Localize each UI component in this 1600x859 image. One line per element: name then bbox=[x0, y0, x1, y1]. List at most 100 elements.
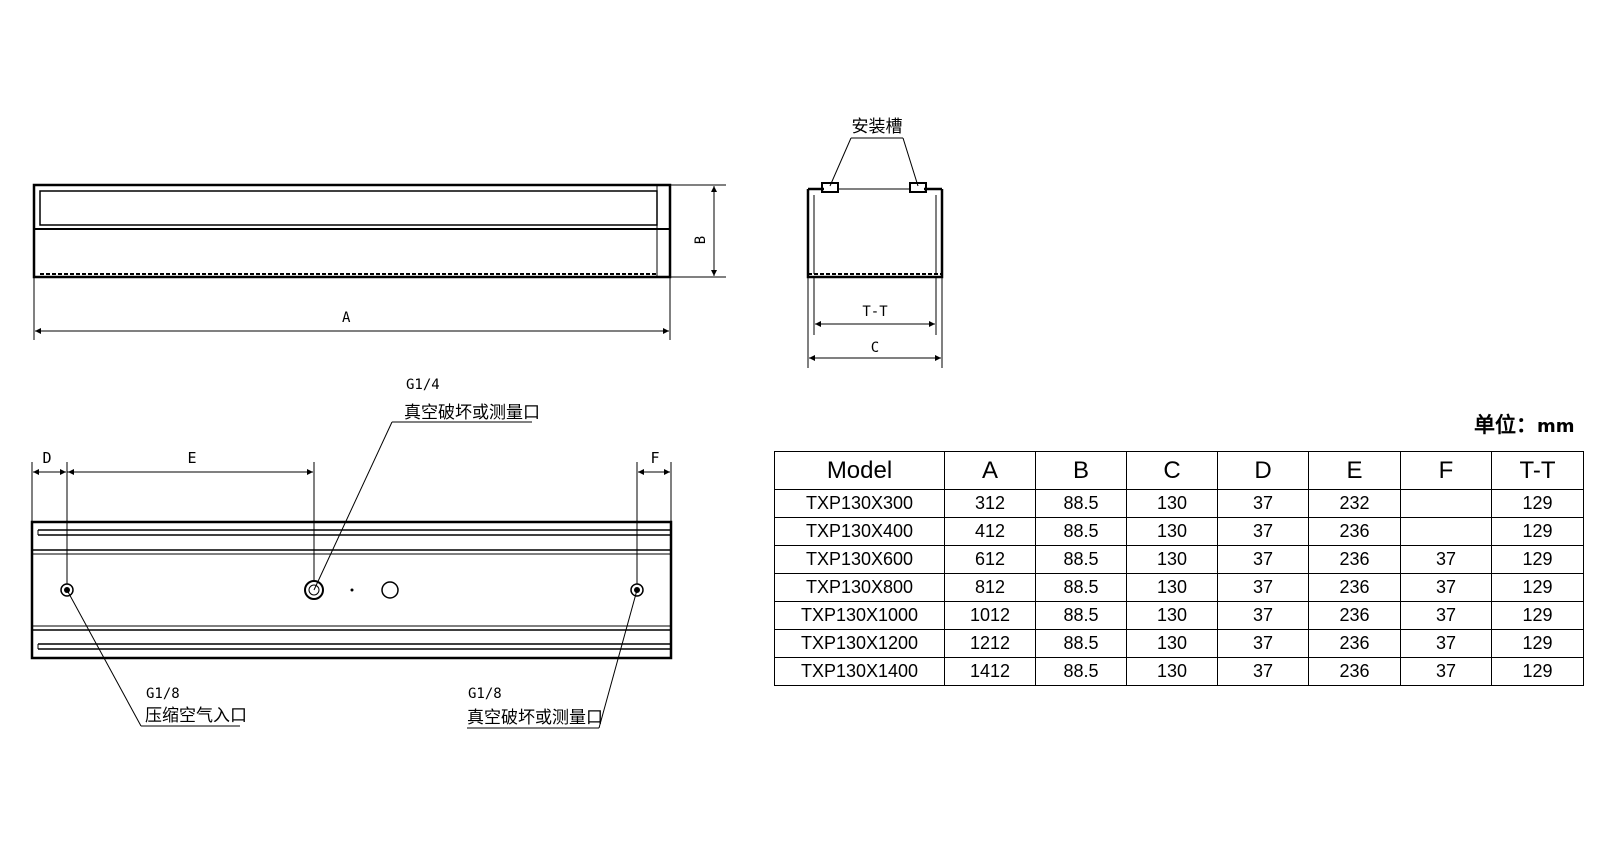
cell-b: 88.5 bbox=[1035, 629, 1127, 658]
cell-model: TXP130X400 bbox=[774, 517, 945, 546]
header-f: F bbox=[1400, 451, 1492, 490]
cell-b: 88.5 bbox=[1035, 545, 1127, 574]
cell-tt: 129 bbox=[1491, 601, 1584, 630]
cell-d: 37 bbox=[1217, 517, 1309, 546]
port-right-size: G1/8 bbox=[468, 686, 502, 702]
cell-b: 88.5 bbox=[1035, 573, 1127, 602]
cell-model: TXP130X1400 bbox=[774, 657, 945, 686]
cell-e: 236 bbox=[1308, 573, 1401, 602]
mounting-slot-label: 安装槽 bbox=[852, 117, 903, 137]
cell-d: 37 bbox=[1217, 573, 1309, 602]
side-hole bbox=[381, 581, 399, 599]
cell-model: TXP130X600 bbox=[774, 545, 945, 574]
cell-e: 236 bbox=[1308, 629, 1401, 658]
cell-tt: 129 bbox=[1491, 517, 1584, 546]
table-row: TXP130X800 812 88.5 130 37 236 37 129 bbox=[774, 573, 1584, 602]
dimension-tt-label: T-T bbox=[862, 304, 888, 320]
header-b: B bbox=[1035, 451, 1127, 490]
bottom-view-body bbox=[30, 520, 673, 660]
cell-f: 37 bbox=[1400, 657, 1492, 686]
bottom-view bbox=[30, 421, 673, 729]
cell-c: 130 bbox=[1126, 657, 1218, 686]
cell-tt: 129 bbox=[1491, 573, 1584, 602]
cell-c: 130 bbox=[1126, 573, 1218, 602]
cell-f: 37 bbox=[1400, 573, 1492, 602]
dimension-f-label: F bbox=[650, 449, 659, 467]
cell-model: TXP130X800 bbox=[774, 573, 945, 602]
mounting-slot-left bbox=[821, 182, 839, 193]
cell-f bbox=[1400, 489, 1492, 518]
port-top-size: G1/4 bbox=[406, 377, 440, 393]
cell-model: TXP130X300 bbox=[774, 489, 945, 518]
cell-e: 236 bbox=[1308, 601, 1401, 630]
port-top-label: 真空破坏或测量口 bbox=[404, 403, 540, 423]
dimension-b-label: B bbox=[693, 236, 709, 244]
unit-caption: 单位： bbox=[1474, 413, 1537, 437]
cell-d: 37 bbox=[1217, 629, 1309, 658]
side-view-body bbox=[806, 189, 944, 279]
cell-d: 37 bbox=[1217, 545, 1309, 574]
unit-value: mm bbox=[1537, 416, 1575, 437]
cell-c: 130 bbox=[1126, 545, 1218, 574]
port-left-label: 压缩空气入口 bbox=[145, 706, 247, 726]
cell-e: 236 bbox=[1308, 657, 1401, 686]
cell-tt: 129 bbox=[1491, 629, 1584, 658]
cell-a: 812 bbox=[944, 573, 1036, 602]
side-view bbox=[806, 137, 944, 368]
cell-a: 1212 bbox=[944, 629, 1036, 658]
cell-b: 88.5 bbox=[1035, 601, 1127, 630]
table-row: TXP130X400 412 88.5 130 37 236 129 bbox=[774, 517, 1584, 546]
cell-model: TXP130X1000 bbox=[774, 601, 945, 630]
center-mark bbox=[350, 588, 354, 592]
cell-e: 236 bbox=[1308, 517, 1401, 546]
dimension-c-label: C bbox=[871, 340, 879, 356]
port-left-size: G1/8 bbox=[146, 686, 180, 702]
spec-table: Model A B C D E F T-T TXP130X300 312 88.… bbox=[774, 451, 1584, 686]
cell-c: 130 bbox=[1126, 601, 1218, 630]
cell-a: 412 bbox=[944, 517, 1036, 546]
cell-c: 130 bbox=[1126, 629, 1218, 658]
header-d: D bbox=[1217, 451, 1309, 490]
cell-a: 612 bbox=[944, 545, 1036, 574]
table-row: TXP130X300 312 88.5 130 37 232 129 bbox=[774, 489, 1584, 518]
mounting-slot-right bbox=[909, 182, 927, 193]
cell-tt: 129 bbox=[1491, 489, 1584, 518]
cell-f: 37 bbox=[1400, 545, 1492, 574]
cell-a: 1412 bbox=[944, 657, 1036, 686]
front-view-body bbox=[32, 183, 672, 279]
dimension-d-label: D bbox=[42, 449, 51, 467]
cell-f: 37 bbox=[1400, 601, 1492, 630]
cell-b: 88.5 bbox=[1035, 657, 1127, 686]
cell-e: 232 bbox=[1308, 489, 1401, 518]
table-row: TXP130X1000 1012 88.5 130 37 236 37 129 bbox=[774, 601, 1584, 630]
port-top-hole bbox=[304, 580, 324, 600]
header-c: C bbox=[1126, 451, 1218, 490]
header-a: A bbox=[944, 451, 1036, 490]
table-row: TXP130X600 612 88.5 130 37 236 37 129 bbox=[774, 545, 1584, 574]
cell-d: 37 bbox=[1217, 489, 1309, 518]
cell-c: 130 bbox=[1126, 517, 1218, 546]
cell-c: 130 bbox=[1126, 489, 1218, 518]
front-view bbox=[32, 183, 726, 340]
cell-d: 37 bbox=[1217, 657, 1309, 686]
header-e: E bbox=[1308, 451, 1401, 490]
cell-b: 88.5 bbox=[1035, 489, 1127, 518]
front-view-top-channel bbox=[39, 190, 658, 226]
cell-f bbox=[1400, 517, 1492, 546]
cell-e: 236 bbox=[1308, 545, 1401, 574]
cell-f: 37 bbox=[1400, 629, 1492, 658]
cell-tt: 129 bbox=[1491, 657, 1584, 686]
table-row: TXP130X1400 1412 88.5 130 37 236 37 129 bbox=[774, 657, 1584, 686]
port-right-label: 真空破坏或测量口 bbox=[467, 708, 603, 728]
cell-a: 312 bbox=[944, 489, 1036, 518]
unit-label: 单位：mm bbox=[1474, 409, 1575, 439]
cell-a: 1012 bbox=[944, 601, 1036, 630]
header-model: Model bbox=[774, 451, 945, 490]
dimension-a-label: A bbox=[342, 310, 351, 326]
header-tt: T-T bbox=[1491, 451, 1584, 490]
cell-b: 88.5 bbox=[1035, 517, 1127, 546]
table-header-row: Model A B C D E F T-T bbox=[774, 451, 1584, 490]
cell-d: 37 bbox=[1217, 601, 1309, 630]
cell-model: TXP130X1200 bbox=[774, 629, 945, 658]
